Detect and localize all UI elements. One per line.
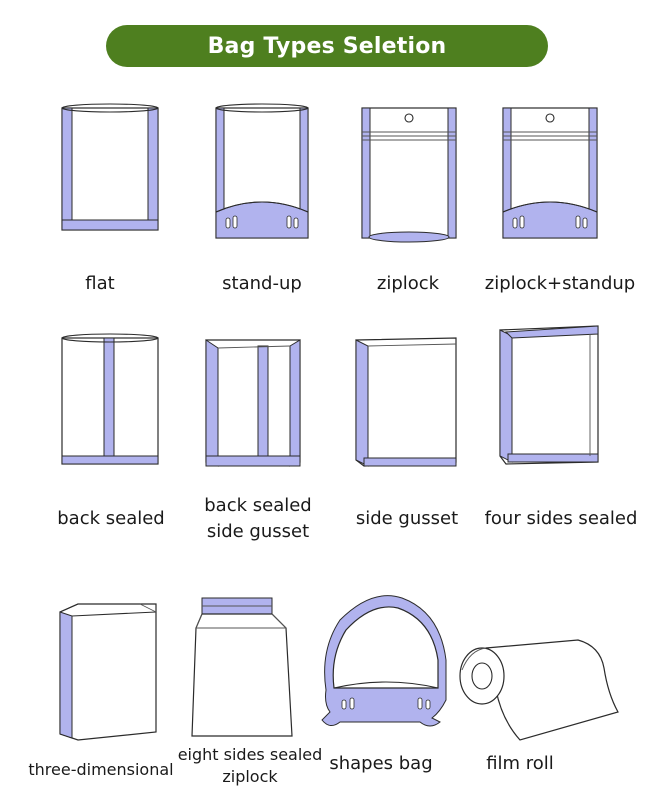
back-sealed-bag-illustration — [61, 333, 159, 465]
bag-label-film-roll: film roll — [486, 753, 554, 774]
bag-label-stand-up: stand-up — [222, 273, 302, 294]
side-gusset-bag-illustration — [355, 337, 457, 467]
ziplock-standup-bag-illustration — [502, 107, 598, 239]
bag-label-back-sealed: back sealed — [57, 508, 165, 529]
three-dimensional-bag-illustration — [59, 603, 157, 741]
bag-label-eight-sides-sealed-ziplock-line2: ziplock — [222, 767, 278, 786]
bag-label-back-sealed-side-gusset-line2: side gusset — [206, 521, 310, 542]
film-roll-illustration — [459, 639, 619, 741]
bag-label-eight-sides-sealed-ziplock-line1: eight sides sealed — [177, 745, 323, 764]
stand-up-bag-illustration — [215, 103, 309, 239]
bag-label-flat: flat — [85, 273, 115, 294]
title-banner: Bag Types Seletion — [106, 25, 548, 67]
bag-label-ziplock: ziplock — [376, 273, 440, 294]
bag-label-shapes-bag: shapes bag — [329, 753, 433, 774]
shapes-bag-illustration — [321, 595, 447, 727]
bag-label-side-gusset: side gusset — [355, 508, 459, 529]
four-sides-sealed-bag-illustration — [499, 325, 599, 465]
page-title: Bag Types Seletion — [207, 33, 447, 59]
bag-label-three-dimensional: three-dimensional — [28, 760, 174, 779]
bag-label-ziplock-standup: ziplock+standup — [484, 273, 636, 294]
ziplock-bag-illustration — [361, 107, 457, 243]
flat-bag-illustration — [61, 103, 159, 231]
eight-sides-sealed-ziplock-illustration — [191, 597, 293, 737]
back-sealed-side-gusset-illustration — [205, 339, 301, 467]
bag-label-back-sealed-side-gusset-line1: back sealed — [204, 495, 312, 516]
bag-label-four-sides-sealed: four sides sealed — [484, 508, 638, 529]
